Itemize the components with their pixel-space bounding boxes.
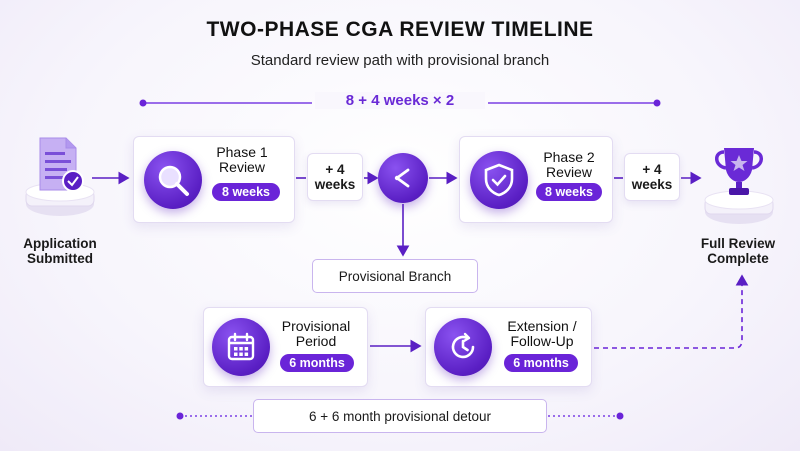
extension-card[interactable]: Extension / Follow-Up 6 months (425, 307, 592, 387)
provisional-period-title: Provisional Period (281, 318, 351, 349)
phase1-title: Phase 1 Review (216, 144, 268, 175)
clock-refresh-icon (434, 318, 492, 376)
document-check-icon (25, 137, 95, 216)
end-node (700, 140, 778, 230)
phase2-title: Phase 2 Review (543, 149, 595, 180)
shield-check-icon (470, 151, 528, 209)
provisional-branch-label: Provisional Branch (312, 259, 478, 293)
phase2-card[interactable]: Phase 2 Review 8 weeks (459, 136, 613, 223)
calendar-icon (212, 318, 270, 376)
branch-icon[interactable] (378, 153, 428, 203)
trophy-icon (704, 148, 774, 224)
gap2-box: + 4 weeks (624, 153, 680, 201)
magnifier-icon (144, 151, 202, 209)
phase1-duration: 8 weeks (212, 183, 280, 201)
provisional-period-duration: 6 months (280, 354, 354, 372)
end-label: Full Review Complete (700, 236, 776, 266)
start-node (18, 132, 98, 222)
arrow-extension-to-end (594, 274, 749, 349)
provisional-period-card[interactable]: Provisional Period 6 months (203, 307, 368, 387)
extension-duration: 6 months (504, 354, 578, 372)
main-span-line (139, 99, 661, 107)
page-title: TWO-PHASE CGA REVIEW TIMELINE (206, 18, 594, 41)
provisional-span-line (176, 412, 624, 420)
phase1-card[interactable]: Phase 1 Review 8 weeks (133, 136, 295, 223)
start-label: Application Submitted (23, 236, 97, 266)
gap1-box: + 4 weeks (307, 153, 363, 201)
extension-title: Extension / Follow-Up (507, 318, 577, 349)
phase2-duration: 8 weeks (536, 183, 602, 201)
main-span-label: 8 + 4 weeks × 2 (315, 92, 485, 109)
page-subtitle: Standard review path with provisional br… (250, 52, 550, 69)
provisional-span-label: 6 + 6 month provisional detour (253, 399, 547, 433)
